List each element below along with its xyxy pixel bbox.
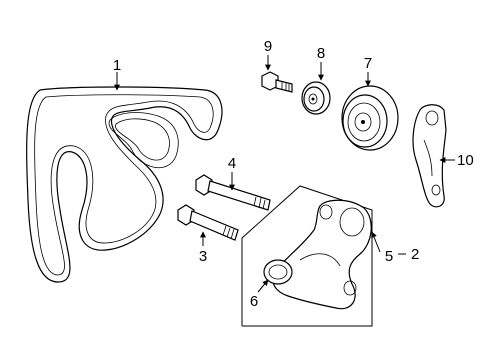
bracket-part-10: [412, 104, 447, 208]
leader-5: [371, 231, 381, 253]
callout-5: 5: [385, 248, 393, 265]
callout-9: 9: [264, 38, 272, 55]
drive-belt: [26, 86, 223, 283]
callout-1: 1: [113, 57, 121, 74]
long-bolt-part-4: [195, 174, 271, 211]
long-bolt-part-3: [177, 204, 239, 241]
bolt-part-9: [261, 71, 293, 93]
callout-4: 4: [228, 155, 236, 172]
callout-6: 6: [250, 293, 258, 310]
callout-3: 3: [199, 248, 207, 265]
leader-6: [257, 279, 269, 293]
tensioner-arm-part-5: [272, 199, 372, 310]
callout-7: 7: [364, 55, 372, 72]
callout-8: 8: [317, 45, 325, 62]
bushing-part-6: [263, 259, 293, 285]
tensioner-pulley-part-7: [341, 85, 399, 151]
idler-pulley-part-8: [301, 81, 331, 115]
callout-2: 2: [411, 246, 419, 263]
assembly-box-part-2: [241, 185, 373, 327]
callout-10: 10: [457, 152, 474, 169]
